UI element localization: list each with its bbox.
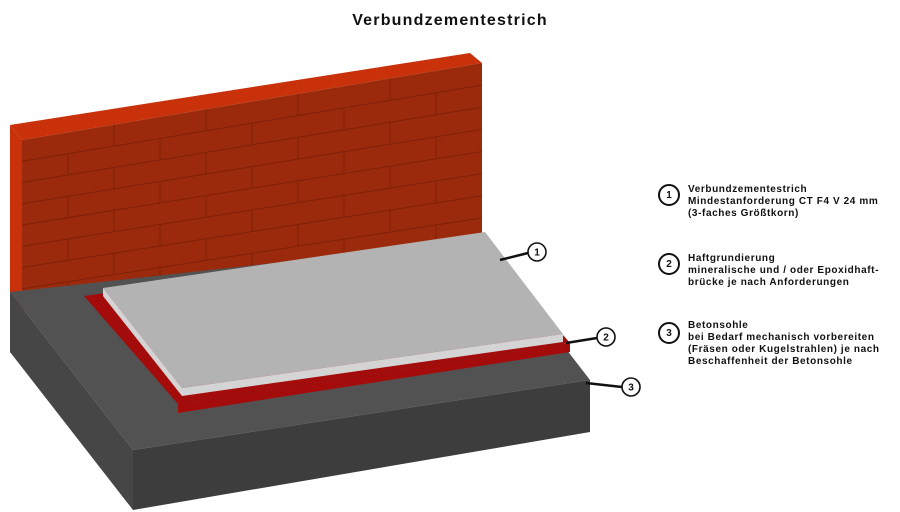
bond-layer-front (178, 343, 570, 413)
callout-1-number: 1 (534, 248, 540, 259)
concrete-slab-front (133, 380, 590, 510)
legend-line: Haftgrundierung (688, 253, 776, 264)
concrete-slab-left-side (10, 292, 133, 510)
legend-item-3: 3 Betonsohle bei Bedarf mechanisch vorbe… (658, 320, 880, 368)
callout-1-circle (527, 242, 547, 262)
legend-line: Verbundzementestrich (688, 184, 808, 195)
callout-1-leader (499, 251, 529, 262)
legend-description: Betonsohle bei Bedarf mechanisch vorbere… (688, 320, 880, 368)
callout-2-circle (596, 327, 616, 347)
screed-left-edge (103, 288, 182, 396)
brick-wall-top (10, 53, 482, 140)
screed-top (103, 232, 563, 388)
legend-item-2: 2 Haftgrundierung mineralische und / ode… (658, 253, 879, 289)
callout-2-leader (565, 336, 598, 345)
callout-3-circle (621, 377, 641, 397)
callout-3: 3 (585, 377, 641, 397)
legend-line: Mindestanforderung CT F4 V 24 mm (688, 196, 879, 207)
legend-line: mineralische und / oder Epoxidhaft- (688, 265, 880, 276)
legend-line: (3-faches Größtkorn) (688, 208, 799, 219)
diagram-title: Verbundzementestrich (352, 12, 548, 29)
mortar-joints (21, 78, 483, 303)
brick-wall-end (10, 125, 22, 310)
legend-line: brücke je nach Anforderungen (688, 277, 850, 288)
callout-2-number: 2 (603, 333, 609, 344)
legend-description: Verbundzementestrich Mindestanforderung … (688, 184, 878, 220)
legend-line: Betonsohle (688, 320, 749, 331)
legend-description: Haftgrundierung mineralische und / oder … (688, 253, 879, 289)
legend-line: Beschaffenheit der Betonsohle (688, 356, 853, 367)
legend-line: (Fräsen oder Kugelstrahlen) je nach (688, 344, 880, 355)
legend-number-badge: 1 (658, 184, 680, 206)
callout-1: 1 (499, 242, 547, 262)
callout-2: 2 (565, 327, 616, 347)
screed-layer (103, 232, 563, 396)
legend-line: bei Bedarf mechanisch vorbereiten (688, 332, 875, 343)
screed-front (182, 334, 563, 396)
legend-number-badge: 2 (658, 253, 680, 275)
legend-item-1: 1 Verbundzementestrich Mindestanforderun… (658, 184, 878, 220)
callout-3-number: 3 (628, 383, 634, 394)
callout-3-leader (585, 381, 623, 389)
legend-number-badge: 3 (658, 322, 680, 344)
brick-wall (10, 53, 483, 310)
